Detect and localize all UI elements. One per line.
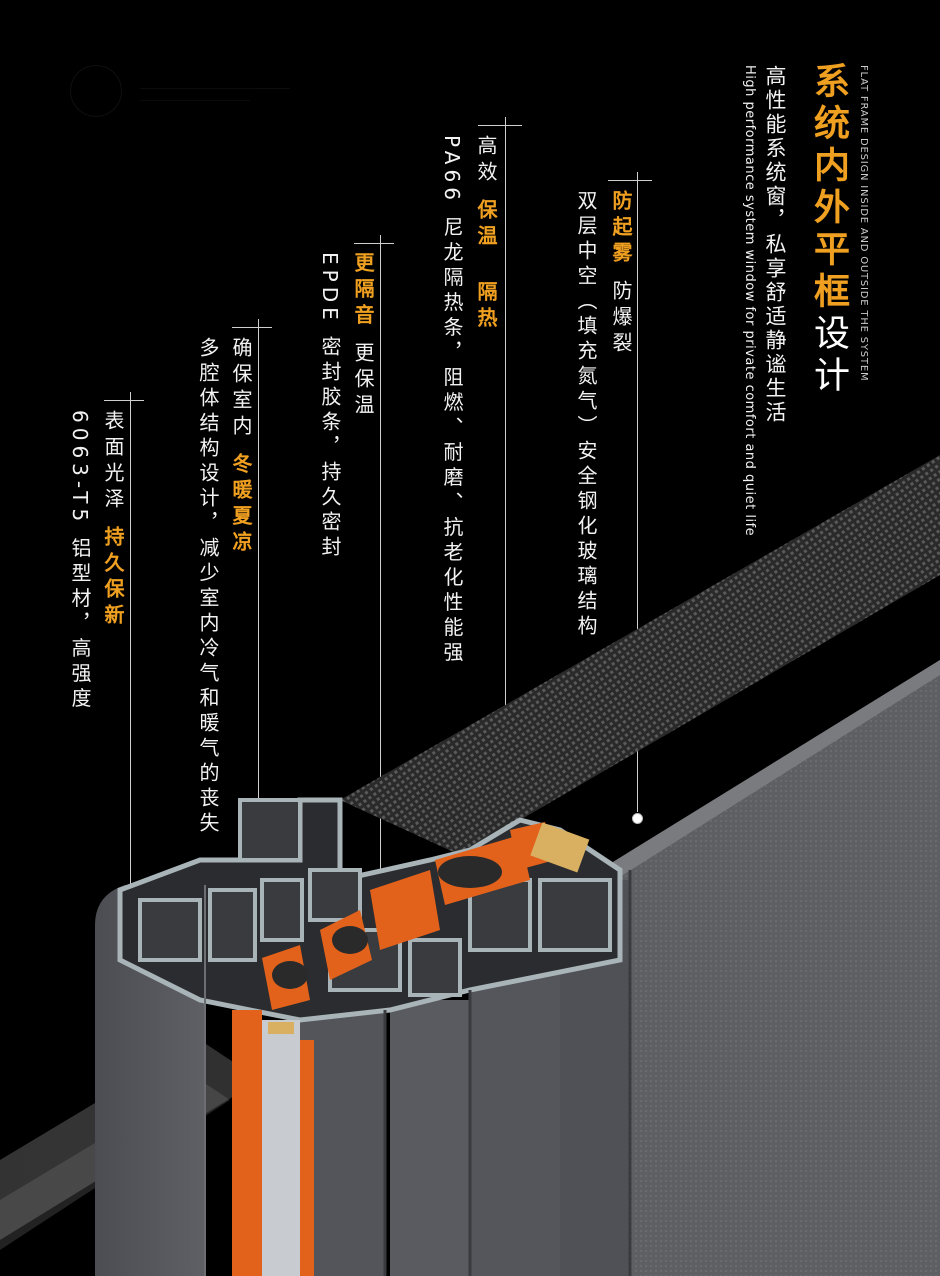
feature-5-desc: 6063-T5 铝型材，高强度 — [68, 410, 92, 713]
feature-1-dot — [632, 813, 643, 824]
feature-5-leader — [130, 392, 131, 1012]
feature-1-head-white: 防爆裂 — [609, 280, 633, 358]
feature-4-marker — [232, 327, 272, 328]
feature-2-head-white: 高效 — [474, 135, 498, 187]
glass-spacer — [262, 1020, 300, 1276]
feature-4-head: 确保室内冬暖夏凉 — [229, 337, 253, 557]
feature-2-head-orange: 保温 隔热 — [474, 199, 498, 333]
feature-1-leader — [637, 172, 638, 812]
page-title-bold: 系统内外平框 — [808, 62, 849, 314]
feature-1-desc: 双层中空（填充氮气）安全钢化玻璃结构 — [574, 190, 598, 640]
brand-logo — [60, 40, 300, 130]
feature-2-marker — [478, 125, 522, 126]
feature-3-head: 更隔音更保温 — [351, 252, 375, 420]
feature-2-head: 高效保温 隔热 — [474, 135, 498, 333]
feature-3-head-white: 更保温 — [351, 342, 375, 420]
feature-1-head: 防起雾防爆裂 — [609, 190, 633, 358]
feature-4-leader — [258, 319, 259, 967]
feature-2-leader — [505, 117, 506, 832]
feature-5-marker — [104, 400, 144, 401]
page-title-light: 设计 — [808, 314, 849, 398]
feature-4-head-orange: 冬暖夏凉 — [229, 453, 253, 557]
feature-1-marker — [608, 180, 652, 181]
screen-panel — [600, 660, 940, 1276]
feature-5-head: 表面光泽持久保新 — [101, 410, 125, 630]
feature-3-head-orange: 更隔音 — [351, 252, 375, 330]
profile-face-3 — [390, 1000, 470, 1276]
header-subtitle-en: High performance system window for priva… — [742, 65, 757, 537]
profile-face-2 — [300, 1010, 385, 1276]
feature-1-head-orange: 防起雾 — [609, 190, 633, 268]
feature-4-desc: 多腔体结构设计，减少室内冷气和暖气的丧失 — [196, 337, 220, 837]
logo-circle-icon — [70, 65, 122, 117]
screen-mesh — [340, 455, 940, 855]
feature-3-leader — [380, 235, 381, 882]
feature-3-marker — [354, 243, 394, 244]
feature-2-desc: PA66 尼龙隔热条，阻燃、耐磨、抗老化性能强 — [440, 135, 464, 667]
feature-5-head-white: 表面光泽 — [101, 410, 125, 514]
header-subtitle-cn: 高性能系统窗，私享舒适静谧生活 — [763, 65, 787, 425]
feature-5-head-orange: 持久保新 — [101, 526, 125, 630]
header-tag-en: FLAT FRAME DESIGN INSIDE AND OUTSIDE THE… — [858, 65, 869, 382]
feature-4-head-white: 确保室内 — [229, 337, 253, 441]
feature-3-desc: EPDE 密封胶条，持久密封 — [318, 252, 342, 562]
page-title: 系统内外平框设计 — [808, 62, 849, 398]
